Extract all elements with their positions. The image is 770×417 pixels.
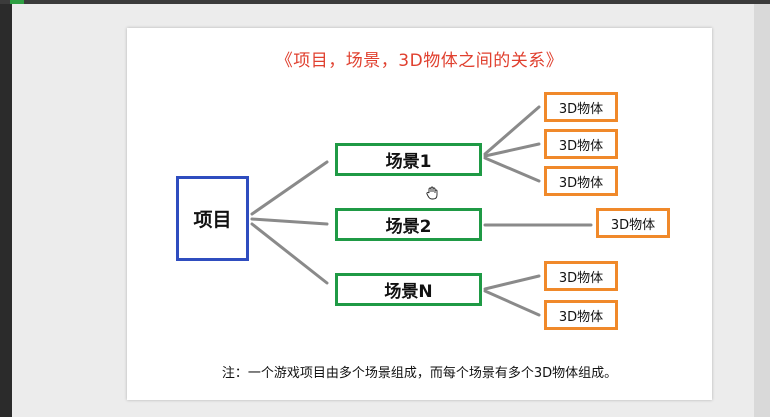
object-node: 3D物体 — [544, 92, 618, 122]
scene-node-1: 场景1 — [335, 143, 482, 176]
scene-node-2: 场景2 — [335, 208, 482, 241]
connector-root-scenen — [250, 222, 329, 285]
connector-scene1-obj2 — [483, 142, 541, 158]
connector-lines — [250, 105, 593, 317]
object-node: 3D物体 — [544, 129, 618, 159]
connector-scene1-obj1 — [483, 105, 541, 156]
object-node: 3D物体 — [544, 166, 618, 196]
connector-scene1-obj3 — [483, 156, 541, 183]
right-scrollbar-track[interactable] — [754, 4, 770, 417]
object-node: 3D物体 — [544, 300, 618, 330]
left-panel-edge — [0, 4, 12, 417]
slide-title: 《项目，场景，3D物体之间的关系》 — [275, 51, 564, 71]
object-node: 3D物体 — [596, 208, 670, 238]
presentation-slide: 《项目，场景，3D物体之间的关系》 项目 场景1 场景2 场景N 3D物体 3D… — [127, 28, 712, 400]
window-top-bar — [0, 0, 770, 4]
hand-cursor-icon — [426, 186, 438, 200]
project-node: 项目 — [176, 176, 249, 261]
connector-root-scene1 — [250, 160, 329, 216]
connector-scenen-obj5 — [483, 274, 541, 291]
connector-scenen-obj6 — [483, 289, 541, 317]
object-node: 3D物体 — [544, 261, 618, 291]
slide-note: 注：一个游戏项目由多个场景组成，而每个场景有多个3D物体组成。 — [221, 366, 618, 381]
scene-node-n: 场景N — [335, 273, 482, 306]
connector-root-scene2 — [250, 217, 329, 226]
window-tab-accent — [10, 0, 24, 4]
